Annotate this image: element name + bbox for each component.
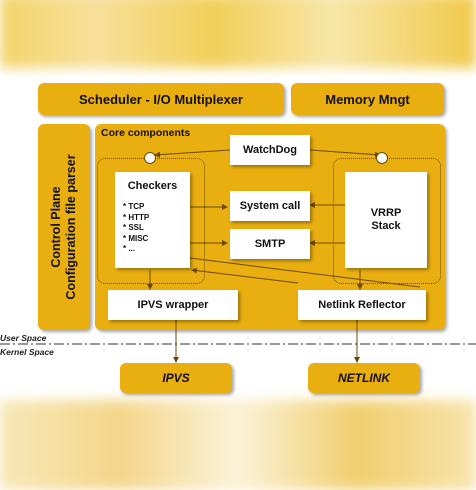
smtp-box: SMTP: [230, 229, 310, 259]
watchdog-box: WatchDog: [230, 135, 310, 165]
checker-item: * MISC: [123, 233, 149, 243]
checkers-to-netlink-line: [189, 257, 421, 288]
memory-label: Memory Mngt: [325, 91, 410, 107]
checkers-group-circle: [144, 152, 156, 164]
checkers-title: Checkers: [127, 180, 178, 192]
blurred-top-band: [0, 0, 476, 68]
kernel-space-label: Kernel Space: [0, 347, 54, 357]
control-plane-block: Control Plane Configuration file parser: [38, 124, 90, 330]
user-space-label: User Space: [0, 333, 47, 343]
ipvs-kernel-label: IPVS: [162, 371, 190, 385]
scheduler-block: Scheduler - I/O Multiplexer: [38, 83, 284, 115]
netlink-kernel-block: NETLINK: [308, 363, 420, 393]
checker-item: * ...: [123, 244, 136, 253]
core-components-title: Core components: [101, 127, 191, 139]
netlink-kernel-label: NETLINK: [338, 371, 390, 385]
ipvs-kernel-block: IPVS: [120, 363, 232, 393]
checkers-box: Checkers * TCP * HTTP * SSL * MISC * ...: [115, 172, 190, 268]
vrrp-line1: VRRP: [370, 207, 402, 219]
watchdog-to-vrrp-arrow: [309, 149, 381, 158]
watchdog-to-checkers-arrow: [154, 149, 231, 158]
checker-item: * TCP: [123, 202, 145, 211]
ipvs-wrapper-box: IPVS wrapper: [108, 290, 238, 320]
netlink-reflector-box: Netlink Reflector: [298, 290, 426, 320]
blurred-bottom-band: [0, 400, 476, 490]
connector-lines: [0, 149, 476, 363]
vrrp-line2: Stack: [371, 220, 401, 232]
vrrp-group-circle: [376, 152, 388, 164]
memory-block: Memory Mngt: [291, 83, 444, 115]
checkers-list: * TCP * HTTP * SSL * MISC * ...: [123, 202, 149, 255]
checker-item: * SSL: [123, 223, 144, 232]
vrrp-stack-box: VRRP Stack: [345, 172, 427, 268]
checker-item: * HTTP: [123, 212, 150, 222]
netlink-to-checkers-arrow: [191, 267, 299, 284]
system-call-box: System call: [230, 191, 310, 221]
scheduler-label: Scheduler - I/O Multiplexer: [79, 91, 243, 107]
